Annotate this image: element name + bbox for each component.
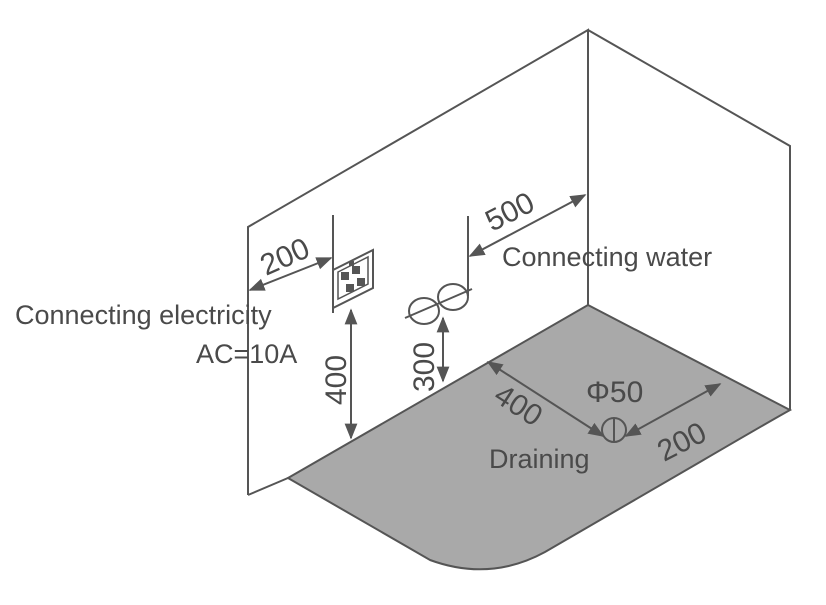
electric-socket-icon: [332, 215, 374, 313]
side-wall: [587, 29, 791, 410]
dim-line-water-500: [468, 194, 587, 257]
dim-line-drain-400: [486, 361, 605, 437]
dim-water-300: 300: [408, 342, 441, 392]
dim-water-500: 500: [480, 186, 540, 238]
wall-base-line: [247, 477, 289, 496]
label-drain-diameter: Φ50: [586, 376, 643, 409]
label-draining: Draining: [489, 444, 590, 474]
label-connecting-water: Connecting water: [502, 242, 712, 272]
dim-line-electric-200: [248, 257, 333, 291]
dim-line-drain-200: [624, 383, 722, 437]
shower-tray: [285, 303, 793, 571]
back-wall: [247, 28, 589, 495]
dim-electric-400: 400: [320, 355, 353, 405]
label-ac-rating: AC=10A: [196, 339, 297, 369]
label-connecting-electricity: Connecting electricity: [15, 300, 272, 330]
dim-electric-200: 200: [255, 232, 314, 283]
water-valve-icon: [404, 216, 473, 325]
